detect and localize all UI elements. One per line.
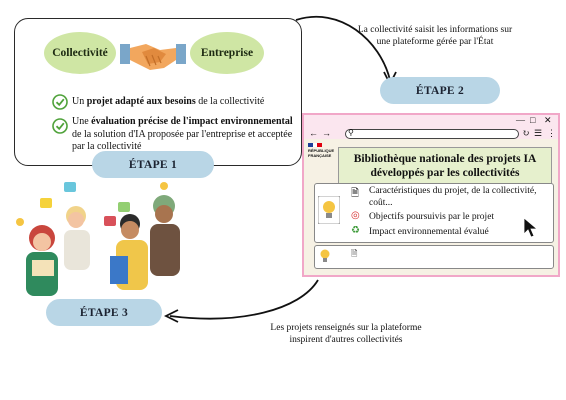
- platform-window: — □ ✕ ← → ⚲ ↻ ☰ ⋮ RÉPUBLIQUE FRANÇAISE B…: [302, 113, 560, 277]
- project-card-collapsed[interactable]: 🗎: [314, 245, 554, 269]
- project-card[interactable]: 🗎 Caractéristiques du projet, de la coll…: [314, 183, 554, 243]
- step2-label: ÉTAPE 2: [380, 77, 500, 104]
- search-icon[interactable]: ⚲: [348, 128, 354, 137]
- document-icon: 🗎: [351, 188, 360, 199]
- maximize-icon[interactable]: □: [530, 115, 536, 125]
- address-bar[interactable]: [345, 129, 519, 139]
- step3-label: ÉTAPE 3: [46, 299, 162, 326]
- forward-arrow-icon[interactable]: →: [322, 128, 331, 138]
- step1-label: ÉTAPE 1: [92, 151, 214, 178]
- people-illustration: [16, 182, 180, 296]
- lightbulb-icon: [320, 249, 330, 262]
- collectivite-label: Collectivité: [52, 47, 108, 59]
- check-icon: [52, 94, 68, 110]
- step3-caption: Les projets renseignés sur la plateforme…: [270, 323, 422, 345]
- recycle-icon: ♻: [351, 225, 360, 236]
- benefit-1: Un projet adapté aux besoins de la colle…: [72, 96, 265, 107]
- row-characteristics: Caractéristiques du projet, de la collec…: [369, 186, 537, 208]
- entreprise-label: Entreprise: [200, 47, 254, 59]
- check-icon: [52, 118, 68, 134]
- target-icon: ◎: [351, 210, 360, 221]
- mouse-cursor-icon: [523, 217, 539, 238]
- collectivite-bubble: Collectivité: [44, 32, 116, 74]
- back-arrow-icon[interactable]: ←: [309, 128, 318, 138]
- republique-francaise-logo: RÉPUBLIQUE FRANÇAISE: [308, 143, 336, 158]
- lightbulb-icon: [318, 196, 340, 224]
- row-environmental-impact: Impact environnemental évalué: [369, 227, 489, 237]
- minimize-icon[interactable]: —: [516, 115, 525, 125]
- close-icon[interactable]: ✕: [544, 115, 552, 125]
- entreprise-bubble: Entreprise: [190, 32, 264, 74]
- refresh-icon[interactable]: ↻: [522, 128, 530, 138]
- handshake-icon: [120, 44, 186, 70]
- step2-caption: La collectivité saisit les informations …: [357, 25, 513, 47]
- document-icon: 🗎: [351, 249, 358, 258]
- benefit-2: Une évaluation précise de l'impact envir…: [72, 116, 293, 152]
- row-objectives: Objectifs poursuivis par le projet: [369, 212, 495, 222]
- more-icon[interactable]: ⋮: [547, 128, 556, 138]
- menu-icon[interactable]: ☰: [534, 128, 543, 138]
- library-title: Bibliothèque nationale des projets IA dé…: [338, 147, 552, 185]
